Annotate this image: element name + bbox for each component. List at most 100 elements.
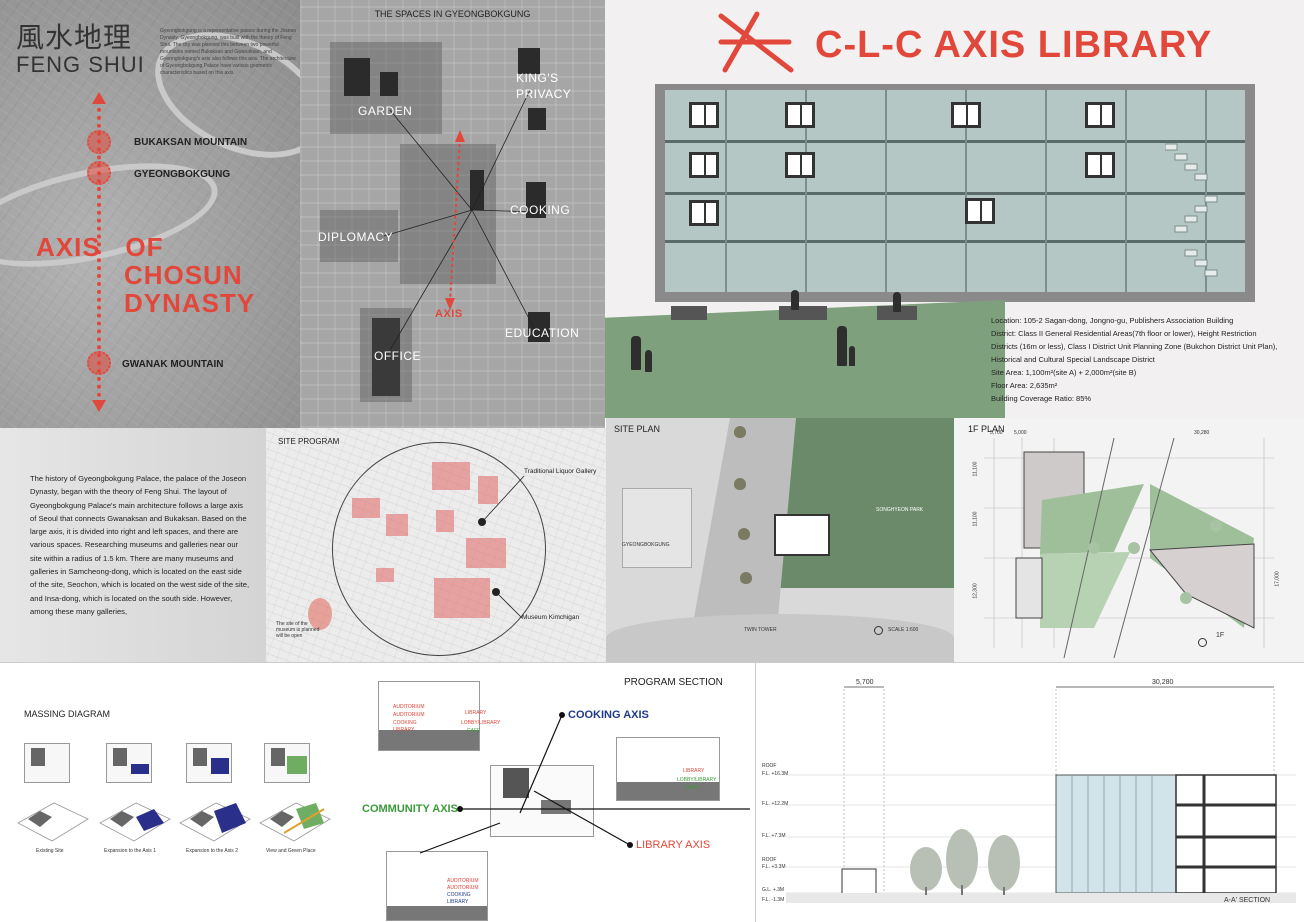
child-figure [645,350,652,372]
building-block [470,170,484,210]
building-block [518,48,540,74]
info-line: Historical and Cultural Special Landscap… [991,355,1155,364]
person-figure [631,336,641,370]
park-area [762,418,954,588]
site-program-panel: SITE PROGRAM Traditional Liquor Gallery … [266,428,606,662]
space-label-diplomacy: DIPLOMACY [318,230,394,244]
stair [1165,143,1218,277]
window [965,198,995,224]
dim-label: 5,000 [1014,430,1027,436]
window [1085,152,1115,178]
box-label: AUDITORIUM [393,704,425,710]
dim-label: 30,280 [1194,430,1210,436]
radius-circle [332,442,546,656]
massing-caption: Expansion to the Axis 1 [104,848,156,854]
level-label: G.L. +.3M [762,887,785,893]
mullion [965,90,967,292]
level-label: F.L. +16.3M [762,771,789,777]
program-title: SITE PROGRAM [278,437,340,446]
program-overlay [308,462,525,630]
person-figure [791,290,799,310]
cooking-axis-label: COOKING AXIS [568,709,649,721]
tree-icon [734,426,746,438]
palace-zone [400,144,496,284]
section-box-bottom: AUDITORIUM AUDITORIUM COOKING LIBRARY [386,851,488,921]
gwanak-pin-icon [87,351,111,375]
chosun-text: CHOSUN [124,260,243,290]
spaces-connector-lines [383,89,541,351]
box-label: AUDITORIUM [393,712,425,718]
info-line: Site Area: 1,100m²(site A) + 2,000m²(sit… [991,368,1137,377]
axis-arrow-down-icon [92,400,106,412]
gyeongbokgung-block [622,488,692,568]
program-section-panel: PROGRAM SECTION AUDITORIUM AUDITORIUM CO… [360,662,755,922]
massing-title: MASSING DIAGRAM [24,709,111,719]
massing-plan-1 [24,743,70,783]
box-label: LIBRARY [447,899,469,905]
massing-plan-2 [106,743,152,783]
floor-slab [665,240,1245,243]
box-label: LIBRARY [465,710,487,716]
info-line: Floor Area: 2,635m² [991,381,1058,390]
pin-label-gyeongbokgung: GYEONGBOKGUNG [134,169,231,180]
feng-shui-paragraph: Gyeongbokgung is a representative palace… [160,28,297,76]
1f-label: 1F [1216,632,1225,639]
mullion [885,90,887,292]
window [1085,102,1115,128]
level-label: F.L. +3.3M [762,864,786,870]
north-arrow-icon [874,626,883,635]
bench [779,306,827,320]
window [689,200,719,226]
site-building [774,514,830,556]
floor-slab [665,140,1245,143]
mullion [725,90,727,292]
space-label-axis: AXIS [435,308,463,320]
mullion [1125,90,1127,292]
box-label: CAFE [467,728,481,734]
aa-section-caption: A-A' SECTION [1224,897,1271,904]
clc-logo-icon [718,11,794,73]
window [689,102,719,128]
bench [671,306,707,320]
mullion [1205,90,1207,292]
info-line: District: Class II General Residential A… [991,329,1257,338]
gyeongbokgung-pin-icon [87,161,111,185]
building-block [526,182,546,218]
pin-label-gwanak: GWANAK MOUNTAIN [122,359,224,370]
massing-caption: Existing Site [36,848,64,854]
building-block [372,318,400,396]
info-line: Building Coverage Ratio: 85% [991,394,1092,403]
1f-plan-drawing [984,437,1274,659]
spaces-panel: THE SPACES IN GYEONGBOKGUNG GARDEN KING'… [300,0,605,428]
box-label: LOBBY/LIBRARY [461,720,501,726]
section-box-left: AUDITORIUM AUDITORIUM COOKING LIBRARY LI… [378,681,500,751]
roundabout [606,614,954,662]
person-figure [837,326,847,366]
box-label: COOKING [393,720,417,726]
pin-label-bukaksan: BUKAKSAN MOUNTAIN [134,137,248,148]
history-panel: The history of Gyeongbokgung Palace, the… [0,428,266,662]
axis-connector-lines [419,712,750,854]
floor-slab [665,192,1245,195]
box-label: COOKING [447,892,471,898]
north-arrow-icon [1198,638,1207,647]
spaces-title: THE SPACES IN GYEONGBOKGUNG [374,9,531,19]
tree-icon [734,478,746,490]
space-label-office: OFFICE [374,349,421,363]
level-label: ROOF [762,763,777,769]
siteplan-gyeongbokgung-label: GYEONGBOKGUNG [622,542,670,548]
1f-plan-title: 1F PLAN [968,424,1005,434]
box-label: LOBBY/LIBRARY [677,777,717,783]
title-panel: C-L-C AXIS LIBRARY [605,0,1304,418]
siteplan-park-label: SONGHYEON PARK [876,507,924,513]
info-line: Districts (16m or less), Class I Distric… [991,342,1278,351]
aa-section-drawing [786,686,1296,903]
child-figure [849,346,855,366]
massing-plan-4 [264,743,310,783]
axis-of-text: AXIS OF [36,232,164,262]
level-label: F.L. +12.2M [762,801,789,807]
tree-icon [740,572,752,584]
axis-arrow-up-icon [92,92,106,104]
building-block [380,72,398,96]
massing-caption: View and Green Place [266,848,316,854]
